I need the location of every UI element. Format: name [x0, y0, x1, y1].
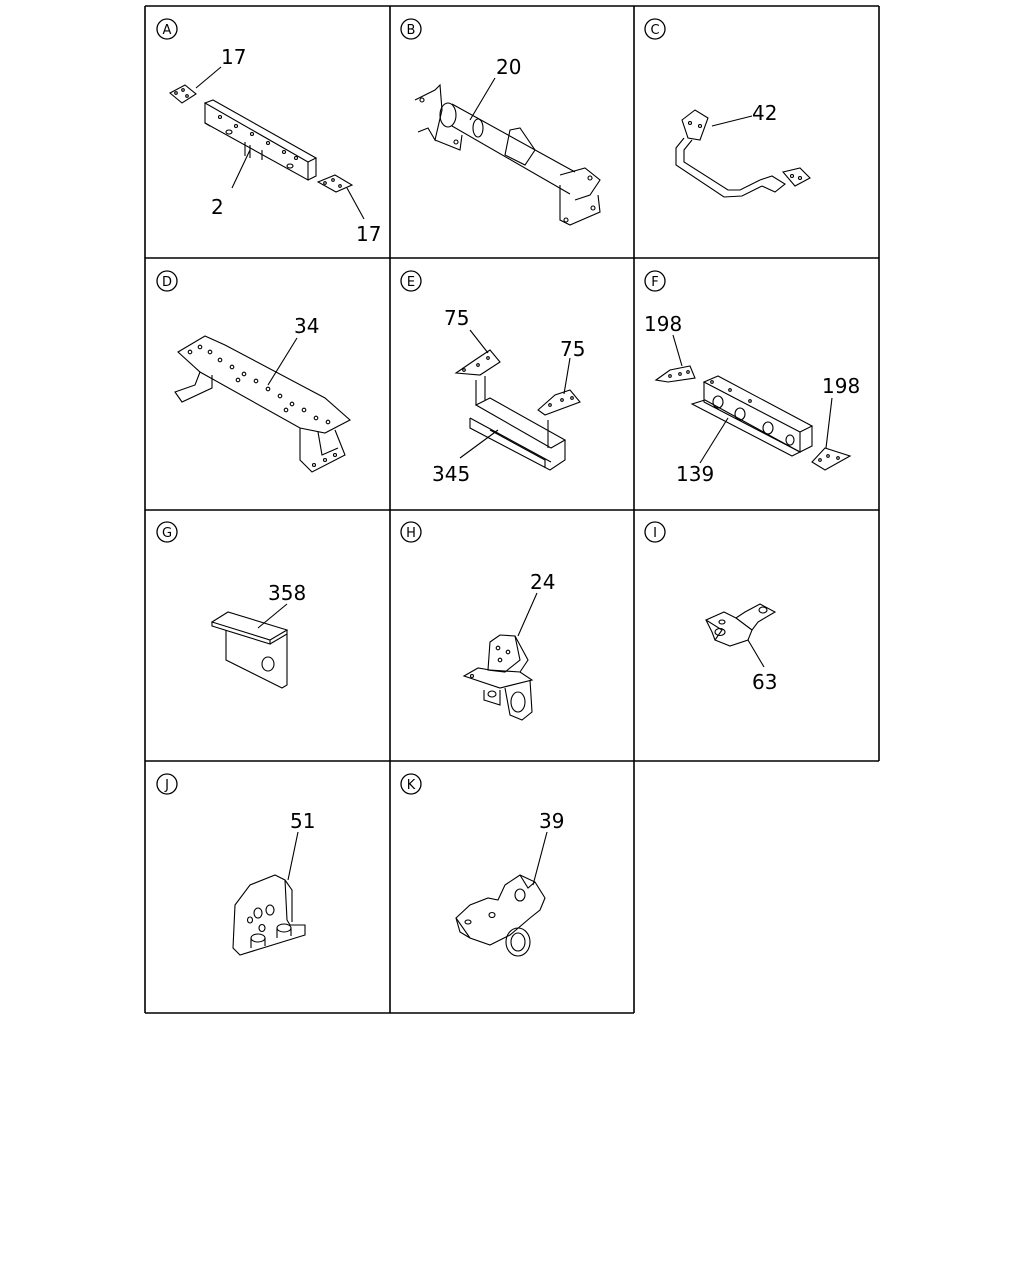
panel-letter-circle: [156, 521, 178, 543]
callout-label: 75: [444, 306, 469, 330]
panel-letter-circle: [400, 773, 422, 795]
callout-label: 42: [752, 101, 777, 125]
panel-a: A 17 2 17: [156, 18, 381, 246]
perforated-crossmember-part: [174, 335, 351, 473]
panel-letter: B: [407, 23, 416, 38]
callout-label: 34: [294, 314, 319, 338]
panel-d: D 34: [156, 270, 351, 473]
panel-letter-circle: [156, 773, 178, 795]
panel-h: H 24: [400, 521, 555, 721]
crossmember-part: [169, 84, 354, 193]
panel-letter-circle: [400, 270, 422, 292]
callout-label: 139: [676, 462, 714, 486]
callout-label: 63: [752, 670, 777, 694]
callout-label: 2: [211, 195, 224, 219]
panel-g: G 358: [156, 521, 306, 689]
callout-label: 75: [560, 337, 585, 361]
hat-bracket-part: [704, 603, 777, 647]
callout-label: 39: [539, 809, 564, 833]
panel-letter: G: [162, 526, 172, 541]
panel-letter-circle: [156, 270, 178, 292]
panel-j: J 51: [156, 773, 315, 956]
panel-c: C 42: [644, 18, 811, 198]
box-crossmember-part: [654, 365, 852, 471]
callout-label: 24: [530, 570, 555, 594]
tubular-crossmember-part: [414, 83, 601, 226]
callout-label: 358: [268, 581, 306, 605]
mounting-bracket-part: [462, 634, 534, 721]
panel-e: E 75 75 345: [400, 270, 585, 486]
panel-letter-circle: [644, 18, 666, 40]
callout-label: 198: [822, 374, 860, 398]
callout-label: 17: [356, 222, 381, 246]
callout-label: 198: [644, 312, 682, 336]
panel-letter: D: [162, 275, 172, 290]
panel-letter-circle: [400, 521, 422, 543]
panel-letter: K: [407, 778, 416, 793]
panel-i: I 63: [644, 521, 777, 694]
panel-letter-circle: [156, 18, 178, 40]
callout-label: 51: [290, 809, 315, 833]
panel-letter: J: [164, 778, 169, 793]
crossmember-with-gussets-part: [454, 349, 581, 471]
panel-letter: H: [406, 526, 416, 541]
panel-letter: E: [407, 275, 415, 290]
callout-label: 345: [432, 462, 470, 486]
panel-letter-circle: [400, 18, 422, 40]
bent-tube-bracket-part: [675, 109, 811, 198]
panel-letter: F: [651, 275, 658, 290]
panel-f: F 198 198 139: [644, 270, 860, 486]
angle-bracket-part: [210, 611, 289, 689]
panel-k: K 39: [400, 773, 564, 957]
panel-b: B 20: [400, 18, 601, 226]
callout-label: 17: [221, 45, 246, 69]
bracket-with-spacers-part: [232, 874, 306, 956]
spring-hanger-part: [455, 874, 546, 957]
panel-letter-circle: [644, 270, 666, 292]
panel-letter: C: [650, 23, 659, 38]
panel-letter: I: [653, 526, 657, 541]
panel-letter-circle: [644, 521, 666, 543]
panel-letter: A: [163, 23, 172, 38]
callout-label: 20: [496, 55, 521, 79]
